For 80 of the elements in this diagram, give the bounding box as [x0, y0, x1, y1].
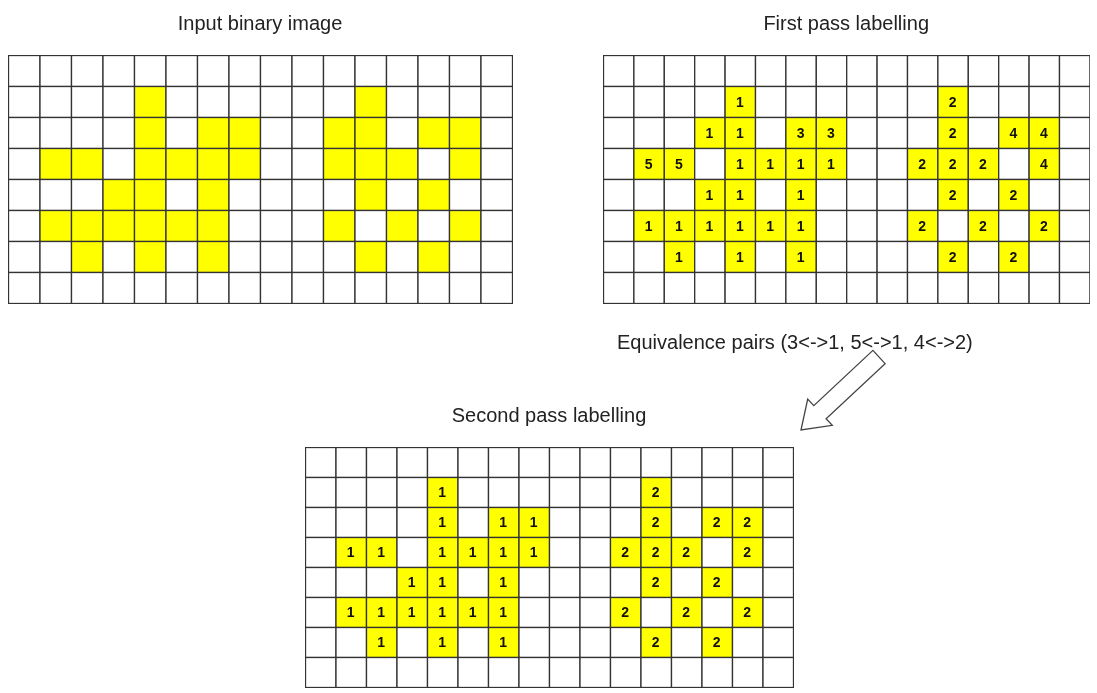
pixel-label: 2	[1038, 218, 1049, 233]
pixel-label: 1	[674, 218, 684, 233]
pixel-label: 1	[795, 218, 806, 233]
pixel-label: 1	[437, 605, 448, 619]
pixel-label: 4	[1008, 125, 1019, 140]
equivalence-note: Equivalence pairs (3<->1, 5<->1, 4<->2)	[617, 331, 973, 354]
grid-title: First pass labelling	[763, 12, 929, 35]
pixel-label: 1	[704, 187, 715, 202]
pixel-label: 1	[734, 125, 745, 140]
pixel-label: 1	[704, 125, 715, 140]
pixel-label: 1	[345, 605, 356, 619]
pixel-label: 1	[795, 187, 806, 202]
pixel-label: 2	[1008, 249, 1019, 264]
pixel-label: 2	[947, 156, 958, 171]
pixel-label: 1	[734, 187, 745, 202]
pixel-label: 1	[826, 156, 836, 171]
pixel-label: 5	[674, 156, 684, 171]
pixel-label: 1	[765, 218, 776, 233]
pixel-label: 2	[947, 249, 958, 264]
pixel-label: 1	[437, 545, 448, 559]
pixel-label: 2	[917, 156, 928, 171]
pixel-label: 2	[711, 575, 722, 589]
pixel-label: 2	[711, 515, 722, 529]
pixel-label: 1	[437, 635, 448, 649]
pixel-label: 3	[826, 125, 836, 140]
pixel-label: 2	[681, 605, 692, 619]
pixel-label: 1	[734, 156, 745, 171]
pixel-label: 1	[437, 575, 448, 589]
pixel-label: 4	[1038, 156, 1049, 171]
pixel-label: 2	[711, 635, 722, 649]
pixel-label: 1	[734, 218, 745, 233]
pixel-label: 1	[795, 156, 806, 171]
pixel-label: 1	[437, 485, 448, 499]
pixel-label: 2	[742, 545, 753, 559]
block-arrow	[800, 349, 886, 431]
pixel-label: 2	[650, 515, 661, 529]
pixel-label: 1	[528, 515, 539, 529]
pixel-label: 2	[947, 187, 958, 202]
pixel-label: 1	[376, 545, 387, 559]
pixel-label: 1	[437, 515, 448, 529]
pixel-label: 1	[674, 249, 684, 264]
grid-title: Input binary image	[177, 12, 343, 35]
pixel-label: 5	[643, 156, 654, 171]
pixel-label: 1	[795, 249, 806, 264]
pixel-label: 2	[620, 605, 631, 619]
pixel-label: 1	[734, 249, 745, 264]
pixel-label: 3	[795, 125, 806, 140]
pixel-label: 1	[376, 605, 387, 619]
pixel-label: 2	[947, 125, 958, 140]
pixel-label: 2	[742, 515, 753, 529]
pixel-label: 2	[650, 545, 661, 559]
pixel-label: 1	[406, 575, 417, 589]
pixel-label: 1	[498, 605, 509, 619]
pixel-label: 1	[498, 515, 509, 529]
pixel-label: 1	[376, 635, 387, 649]
pixel-label: 1	[765, 156, 776, 171]
pixel-label: 2	[1008, 187, 1019, 202]
pixel-label: 1	[467, 545, 478, 559]
pixel-label: 2	[620, 545, 631, 559]
pixel-label: 1	[498, 635, 509, 649]
pixel-label: 1	[704, 218, 715, 233]
pixel-label: 2	[650, 575, 661, 589]
pixel-label: 1	[498, 545, 509, 559]
pixel-label: 1	[406, 605, 417, 619]
pixel-label: 1	[643, 218, 654, 233]
pixel-label: 2	[917, 218, 928, 233]
pixel-label: 2	[742, 605, 753, 619]
pixel-label: 2	[978, 218, 988, 233]
pixel-label: 2	[650, 635, 661, 649]
pixel-label: 2	[650, 485, 661, 499]
grid-title: Second pass labelling	[451, 404, 647, 427]
pixel-label: 1	[498, 575, 509, 589]
pixel-label: 1	[467, 605, 478, 619]
pixel-label: 1	[528, 545, 539, 559]
pixel-label: 2	[681, 545, 692, 559]
pixel-label: 2	[978, 156, 988, 171]
pixel-label: 2	[947, 94, 958, 109]
pixel-label: 4	[1038, 125, 1049, 140]
pixel-label: 1	[345, 545, 356, 559]
pixel-label: 1	[734, 94, 745, 109]
